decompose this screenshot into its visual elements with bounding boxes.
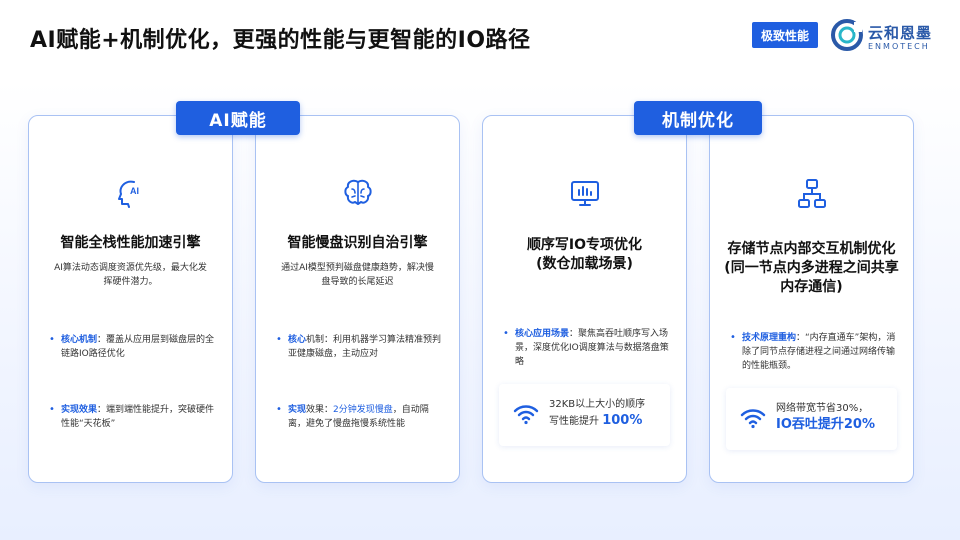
performance-tag: 极致性能 xyxy=(752,22,818,48)
logo-text: 云和恩墨 xyxy=(868,24,933,42)
bullet-principle: 技术原理重构：“内存直通车”架构，消除了同节点存储进程之间通过网络传输的性能瓶颈… xyxy=(730,331,897,373)
card-sequential-write: 顺序写IO专项优化 (数仓加载场景) 核心应用场景：聚焦高吞吐顺序写入场景，深度… xyxy=(482,115,687,483)
card-description: AI算法动态调度资源优先级，最大化发挥硬件潜力。 xyxy=(54,263,207,287)
card-node-interaction: 存储节点内部交互机制优化 (同一节点内多进程之间共享 内存通信) 技术原理重构：… xyxy=(709,115,914,483)
monitor-icon xyxy=(570,181,599,206)
group-label-mechanism: 机制优化 xyxy=(634,101,762,135)
ai-head-icon: AI xyxy=(117,180,139,208)
logo-subtext: ENMOTECH xyxy=(868,42,930,51)
stat-box: 32KB以上大小的顺序 写性能提升 100% xyxy=(499,384,670,446)
bullet-mechanism: 核心机制：覆盖从应用层到磁盘层的全链路IO路径优化 xyxy=(49,333,216,361)
card-title: 智能慢盘识别自治引擎 xyxy=(287,235,428,251)
card-title: 智能全栈性能加速引擎 xyxy=(60,235,201,251)
stat-text: 32KB以上大小的顺序 写性能提升 100% xyxy=(549,399,646,428)
hierarchy-icon xyxy=(797,179,826,208)
bullet-scenario: 核心应用场景：聚焦高吞吐顺序写入场景，深度优化IO调度算法与数据落盘策略 xyxy=(503,327,670,369)
card-full-stack-acceleration: AI 智能全栈性能加速引擎 AI算法动态调度资源优先级，最大化发挥硬件潜力。 核… xyxy=(28,115,233,483)
card-subtitle: (数仓加载场景) xyxy=(536,256,633,272)
card-subtitle-2: 内存通信) xyxy=(780,279,843,295)
card-slow-disk-detection: 智能慢盘识别自治引擎 通过AI模型预判磁盘健康趋势，解决慢盘导致的长尾延迟 核心… xyxy=(255,115,460,483)
bullet-effect: 实现效果：2分钟发现慢盘，自动隔离，避免了慢盘拖慢系统性能 xyxy=(276,403,443,431)
stat-box: 网络带宽节省30%， IO吞吐提升20% xyxy=(726,388,897,450)
card-title: 顺序写IO专项优化 xyxy=(526,237,643,253)
card-subtitle: (同一节点内多进程之间共享 xyxy=(724,260,899,276)
company-logo: 云和恩墨 ENMOTECH xyxy=(830,16,950,56)
bullet-mechanism: 核心机制：利用机器学习算法精准预判亚健康磁盘，主动应对 xyxy=(276,333,443,361)
card-title: 存储节点内部交互机制优化 xyxy=(727,241,896,257)
svg-text:AI: AI xyxy=(130,186,139,196)
bullet-effect: 实现效果：端到端性能提升，突破硬件性能“天花板” xyxy=(49,403,216,431)
card-description: 通过AI模型预判磁盘健康趋势，解决慢盘导致的长尾延迟 xyxy=(281,263,434,287)
logo-icon xyxy=(831,19,863,51)
wifi-icon xyxy=(513,405,539,425)
group-label-ai: AI赋能 xyxy=(176,101,300,135)
wifi-icon xyxy=(740,409,766,429)
stat-text: 网络带宽节省30%， IO吞吐提升20% xyxy=(776,403,876,432)
page-title: AI赋能+机制优化，更强的性能与更智能的IO路径 xyxy=(30,28,531,53)
brain-icon xyxy=(343,179,372,205)
